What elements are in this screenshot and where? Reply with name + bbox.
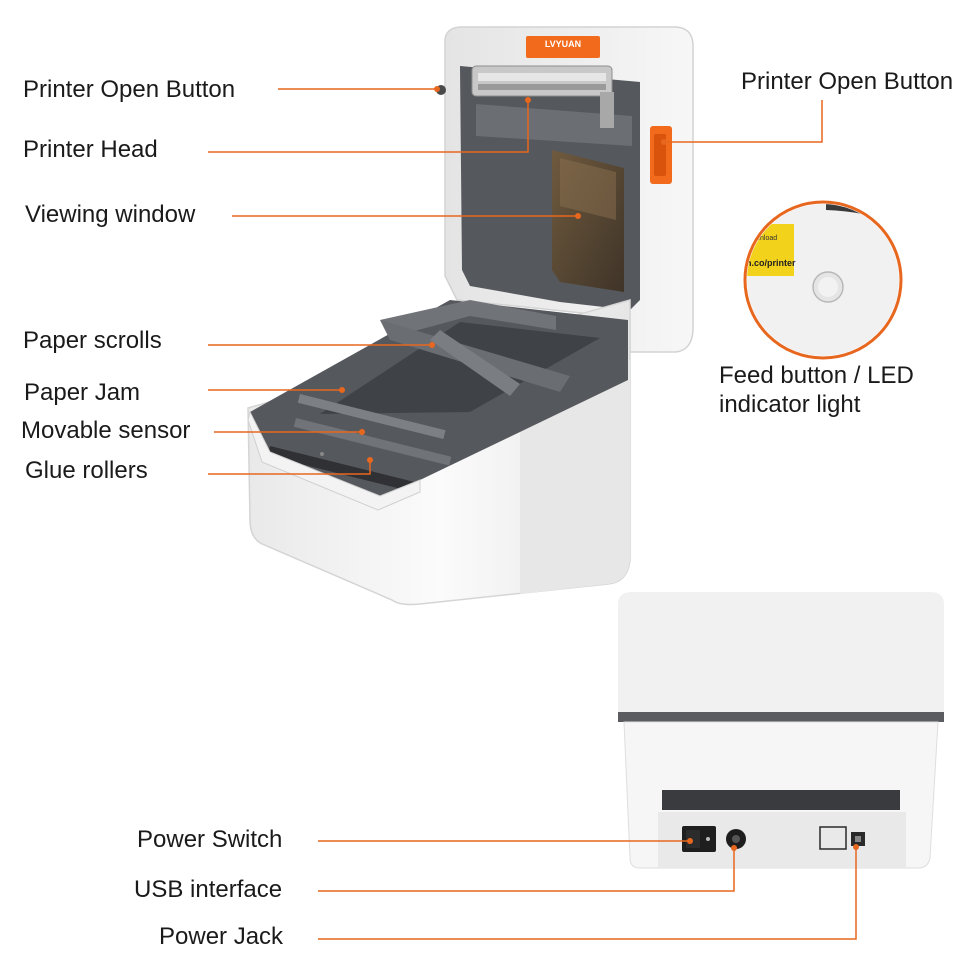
label-open-button-left: Printer Open Button <box>23 76 235 104</box>
open-printer: LVYUAN <box>248 27 693 605</box>
paper-exit-slot <box>662 790 900 810</box>
label-feed-button-line1: Feed button / LED <box>719 362 914 390</box>
label-viewing-window: Viewing window <box>25 201 195 229</box>
feed-button-zoom: Download n.co/printer <box>742 200 905 360</box>
printer-back-view <box>618 592 944 868</box>
label-power-switch: Power Switch <box>137 826 282 854</box>
label-power-jack: Power Jack <box>159 923 283 951</box>
sticker-url-text: n.co/printer <box>746 258 796 268</box>
brand-badge-text: LVYUAN <box>545 39 581 49</box>
label-paper-scrolls: Paper scrolls <box>23 327 162 355</box>
label-movable-sensor: Movable sensor <box>21 417 190 445</box>
label-glue-rollers: Glue rollers <box>25 457 148 485</box>
label-usb-interface: USB interface <box>134 876 282 904</box>
sticker-top-text: Download <box>746 235 777 242</box>
label-open-button-right: Printer Open Button <box>741 68 953 96</box>
label-paper-jam: Paper Jam <box>24 379 140 407</box>
label-printer-head: Printer Head <box>23 136 158 164</box>
label-feed-button-line2: indicator light <box>719 391 860 419</box>
